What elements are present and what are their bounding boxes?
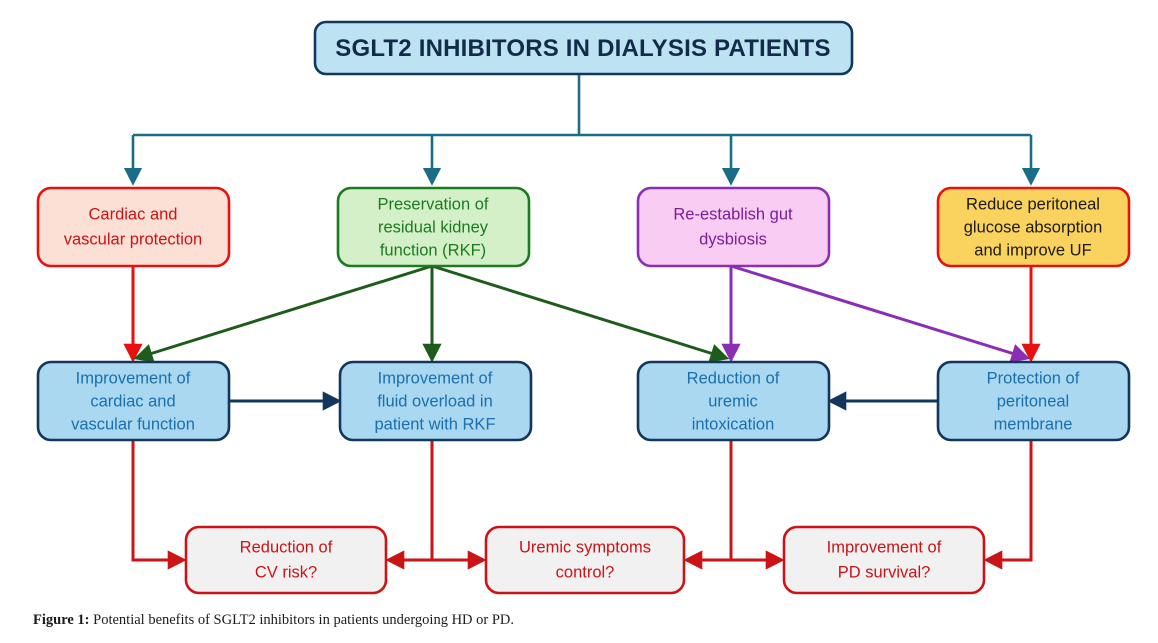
node-reduction-cv-risk[interactable]: Reduction of CV risk? (184, 525, 388, 595)
node-improve-fluid-overload-line-3: patient with RKF (374, 415, 495, 433)
node-peritoneal-glucose-line-2: glucose absorption (964, 218, 1103, 236)
node-improve-pd-survival-box (782, 525, 986, 595)
node-protect-peritoneal-membrane[interactable]: Protection of peritoneal membrane (936, 360, 1131, 442)
node-protect-peritoneal-membrane-box (936, 360, 1131, 442)
edge-improve-cardiac-function-to-reduction-cv-risk (131, 441, 187, 570)
node-title[interactable]: SGLT2 INHIBITORS IN DIALYSIS PATIENTS (313, 20, 854, 76)
edge-group-effects-to-outcomes (131, 441, 1033, 570)
node-reduce-uremic-intoxication-line-2: uremic (708, 392, 758, 410)
node-uremic-symptoms-control-box (484, 525, 686, 595)
node-improve-pd-survival-line-2: PD survival? (838, 563, 931, 581)
node-uremic-symptoms-control-line-2: control? (556, 563, 615, 581)
node-residual-kidney-function-line-2: residual kidney (378, 218, 489, 236)
node-improve-fluid-overload-line-1: Improvement of (378, 369, 493, 387)
node-peritoneal-glucose-line-1: Reduce peritoneal (966, 195, 1100, 213)
node-protect-peritoneal-membrane-line-2: peritoneal (997, 392, 1069, 410)
node-gut-dysbiosis[interactable]: Re-establish gut dysbiosis (636, 186, 831, 268)
node-residual-kidney-function-line-1: Preservation of (378, 195, 489, 213)
node-cardiac-protection-line-2: vascular protection (64, 230, 203, 248)
node-improve-fluid-overload-line-2: fluid overload in (377, 392, 493, 410)
node-gut-dysbiosis-box (636, 186, 831, 268)
node-residual-kidney-function-box (336, 186, 531, 268)
figure-caption-text: Potential benefits of SGLT2 inhibitors i… (89, 612, 515, 628)
node-reduce-uremic-intoxication-line-1: Reduction of (687, 369, 780, 387)
node-improve-cardiac-function-line-1: Improvement of (76, 369, 191, 387)
node-title-label: SGLT2 INHIBITORS IN DIALYSIS PATIENTS (335, 35, 830, 62)
figure-caption-label: Figure 1: (33, 612, 90, 628)
node-peritoneal-glucose-line-3: and improve UF (974, 241, 1091, 259)
edge-group-mechanisms-to-effects (123, 264, 1041, 363)
node-gut-dysbiosis-line-1: Re-establish gut (673, 205, 793, 223)
node-improve-pd-survival[interactable]: Improvement of PD survival? (782, 525, 986, 595)
node-protect-peritoneal-membrane-line-3: membrane (994, 415, 1073, 433)
node-improve-cardiac-function-box (36, 360, 231, 442)
node-improve-fluid-overload-box (338, 360, 533, 442)
node-peritoneal-glucose-box (936, 186, 1131, 268)
node-reduction-cv-risk-line-2: CV risk? (255, 563, 317, 581)
node-reduce-uremic-intoxication[interactable]: Reduction of uremic intoxication (636, 360, 831, 442)
node-improve-fluid-overload[interactable]: Improvement of fluid overload in patient… (338, 360, 533, 442)
node-improve-cardiac-function-line-2: cardiac and (90, 392, 175, 410)
node-uremic-symptoms-control-line-1: Uremic symptoms (519, 538, 651, 556)
node-protect-peritoneal-membrane-line-1: Protection of (987, 369, 1080, 387)
node-reduce-uremic-intoxication-box (636, 360, 831, 442)
edge-group-title-to-mechanisms (123, 74, 1041, 186)
node-title-box (313, 20, 854, 76)
node-reduce-uremic-intoxication-line-3: intoxication (692, 415, 775, 433)
edge-rkf-to-improve-cardiac-function (133, 264, 433, 363)
node-uremic-symptoms-control[interactable]: Uremic symptoms control? (484, 525, 686, 595)
node-improve-cardiac-function-line-3: vascular function (71, 415, 195, 433)
node-cardiac-protection[interactable]: Cardiac and vascular protection (36, 186, 231, 268)
edge-rkf-to-reduce-uremic-intoxication (431, 264, 730, 363)
node-improve-cardiac-function[interactable]: Improvement of cardiac and vascular func… (36, 360, 231, 442)
edge-gut-dysbiosis-to-protect-peritoneal-membrane (730, 264, 1031, 363)
node-reduction-cv-risk-line-1: Reduction of (240, 538, 333, 556)
flowchart-diagram: SGLT2 INHIBITORS IN DIALYSIS PATIENTS Ca… (36, 20, 1131, 595)
node-reduction-cv-risk-box (184, 525, 388, 595)
figure-caption: Figure 1: Potential benefits of SGLT2 in… (33, 612, 514, 629)
node-cardiac-protection-box (36, 186, 231, 268)
node-residual-kidney-function[interactable]: Preservation of residual kidney function… (336, 186, 531, 268)
node-gut-dysbiosis-line-2: dysbiosis (699, 230, 767, 248)
edge-protect-peritoneal-membrane-to-improve-pd-survival (983, 441, 1033, 570)
node-cardiac-protection-line-1: Cardiac and (89, 205, 178, 223)
node-peritoneal-glucose[interactable]: Reduce peritoneal glucose absorption and… (936, 186, 1131, 268)
node-residual-kidney-function-line-3: function (RKF) (380, 241, 486, 259)
node-improve-pd-survival-line-1: Improvement of (827, 538, 942, 556)
